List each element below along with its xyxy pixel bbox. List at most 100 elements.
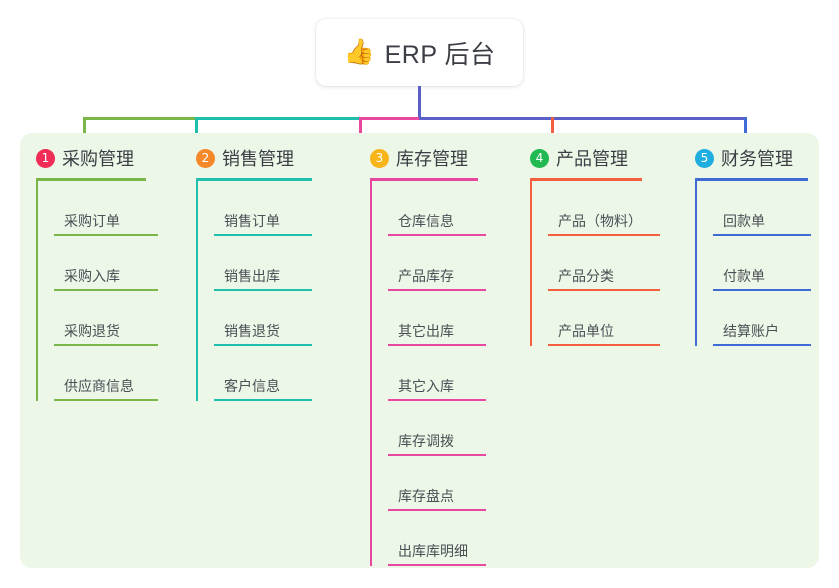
branch-item[interactable]: 结算账户 xyxy=(713,291,811,346)
branch-spine xyxy=(370,181,372,566)
branch-item-list: 产品（物料） 产品分类产品单位 xyxy=(530,181,660,346)
branch-item-rule xyxy=(214,234,312,236)
branch-number-badge: 1 xyxy=(36,148,55,168)
branch-item-rule xyxy=(388,509,486,511)
branch-item-rule xyxy=(548,344,660,346)
branch-item-list: 销售订单销售出库销售退货客户信息 xyxy=(196,181,312,401)
branch-title: 采购管理 xyxy=(62,149,134,169)
branch-item-list: 回款单付款单结算账户 xyxy=(695,181,811,346)
branch-spine xyxy=(196,181,198,401)
branch-header-4[interactable]: 4 产品管理 xyxy=(530,145,648,171)
branch-item[interactable]: 其它出库 xyxy=(388,291,486,346)
branch-title-rule xyxy=(695,178,808,181)
branch-item[interactable]: 产品（物料） xyxy=(548,181,660,236)
branch-item[interactable]: 销售退货 xyxy=(214,291,312,346)
branch-item-list: 仓库信息产品库存其它出库其它入库库存调拨库存盘点出库库明细 xyxy=(370,181,486,566)
bus-segment-1 xyxy=(83,117,195,120)
branch-item-rule xyxy=(214,289,312,291)
branch-title: 销售管理 xyxy=(222,149,294,169)
branch-item-rule xyxy=(388,399,486,401)
branch-title: 产品管理 xyxy=(556,149,628,169)
branch-column-5: 5 财务管理回款单付款单结算账户 xyxy=(695,145,811,346)
branch-item[interactable]: 销售出库 xyxy=(214,236,312,291)
branch-title-rule xyxy=(36,178,146,181)
branch-number-badge: 3 xyxy=(370,148,389,168)
branch-item[interactable]: 仓库信息 xyxy=(388,181,486,236)
branch-item-label: 其它出库 xyxy=(398,323,454,339)
thumbs-up-icon: 👍 xyxy=(343,38,375,66)
branch-item-rule xyxy=(54,289,158,291)
branch-item-rule xyxy=(713,289,811,291)
branch-item-rule xyxy=(388,454,486,456)
bus-segment-4 xyxy=(419,117,746,120)
branch-number-badge: 5 xyxy=(695,148,714,168)
branch-item[interactable]: 采购订单 xyxy=(54,181,158,236)
branch-item[interactable]: 供应商信息 xyxy=(54,346,158,401)
branch-item[interactable]: 其它入库 xyxy=(388,346,486,401)
branch-spine xyxy=(695,181,697,346)
branch-column-4: 4 产品管理产品（物料） 产品分类产品单位 xyxy=(530,145,660,346)
branch-item-rule xyxy=(54,344,158,346)
branch-item-rule xyxy=(388,344,486,346)
branch-spine xyxy=(530,181,532,346)
branch-header-2[interactable]: 2 销售管理 xyxy=(196,145,312,171)
branch-item-rule xyxy=(388,234,486,236)
branch-item-label: 销售订单 xyxy=(224,213,280,229)
bus-segment-2 xyxy=(195,117,359,120)
root-node-title: ERP 后台 xyxy=(384,40,496,69)
branch-item-label: 采购退货 xyxy=(64,323,120,339)
root-trunk-connector xyxy=(418,86,421,119)
branch-column-1: 1 采购管理采购订单采购入库采购退货供应商信息 xyxy=(36,145,158,401)
branch-item-label: 客户信息 xyxy=(224,378,280,394)
branch-item[interactable]: 回款单 xyxy=(713,181,811,236)
branch-item[interactable]: 客户信息 xyxy=(214,346,312,401)
branch-item[interactable]: 库存调拨 xyxy=(388,401,486,456)
branch-item-label: 库存盘点 xyxy=(398,488,454,504)
branch-header-1[interactable]: 1 采购管理 xyxy=(36,145,146,171)
branch-item[interactable]: 产品分类 xyxy=(548,236,660,291)
branch-item[interactable]: 销售订单 xyxy=(214,181,312,236)
branch-column-2: 2 销售管理销售订单销售出库销售退货客户信息 xyxy=(196,145,312,401)
branch-item-label: 其它入库 xyxy=(398,378,454,394)
branch-item-rule xyxy=(548,234,660,236)
branch-item-rule xyxy=(214,344,312,346)
branch-item-rule xyxy=(214,399,312,401)
branch-item-rule xyxy=(713,234,811,236)
branch-spine xyxy=(36,181,38,401)
branch-item[interactable]: 采购入库 xyxy=(54,236,158,291)
branch-title-rule xyxy=(530,178,642,181)
branch-item-label: 销售退货 xyxy=(224,323,280,339)
branch-item-rule xyxy=(388,289,486,291)
branch-title: 库存管理 xyxy=(396,149,468,169)
branch-column-3: 3 库存管理仓库信息产品库存其它出库其它入库库存调拨库存盘点出库库明细 xyxy=(370,145,486,566)
branch-item[interactable]: 产品库存 xyxy=(388,236,486,291)
branch-title-rule xyxy=(370,178,478,181)
branch-header-3[interactable]: 3 库存管理 xyxy=(370,145,478,171)
branch-item-label: 产品库存 xyxy=(398,268,454,284)
branch-number-badge: 4 xyxy=(530,148,549,168)
branch-item-label: 产品（物料） xyxy=(558,213,642,229)
branch-item-label: 产品分类 xyxy=(558,268,614,284)
branch-item-label: 回款单 xyxy=(723,213,765,229)
branch-item[interactable]: 库存盘点 xyxy=(388,456,486,511)
branch-number-badge: 2 xyxy=(196,148,215,168)
branch-title: 财务管理 xyxy=(721,149,793,169)
branches-panel xyxy=(20,133,819,568)
root-node[interactable]: 👍 ERP 后台 xyxy=(316,19,523,86)
branch-item-rule xyxy=(548,289,660,291)
bus-segment-3 xyxy=(359,117,419,120)
branch-item-label: 付款单 xyxy=(723,268,765,284)
branch-item-label: 采购入库 xyxy=(64,268,120,284)
branch-item-label: 出库库明细 xyxy=(398,543,468,559)
branch-item[interactable]: 采购退货 xyxy=(54,291,158,346)
branch-item-rule xyxy=(54,399,158,401)
branch-item-list: 采购订单采购入库采购退货供应商信息 xyxy=(36,181,158,401)
branch-item[interactable]: 出库库明细 xyxy=(388,511,486,566)
branch-item-rule xyxy=(713,344,811,346)
branch-item[interactable]: 产品单位 xyxy=(548,291,660,346)
branch-header-5[interactable]: 5 财务管理 xyxy=(695,145,808,171)
branch-item-label: 供应商信息 xyxy=(64,378,134,394)
branch-item[interactable]: 付款单 xyxy=(713,236,811,291)
branch-item-label: 采购订单 xyxy=(64,213,120,229)
